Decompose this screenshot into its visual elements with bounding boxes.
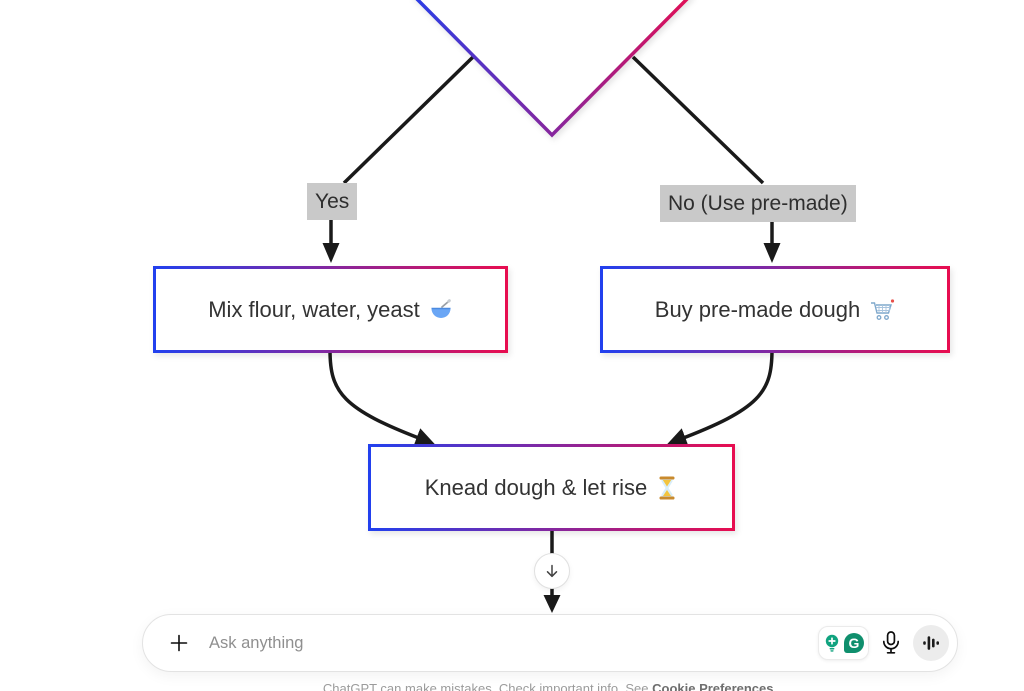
voice-mode-icon: [921, 633, 941, 653]
arrowhead-yes: [322, 243, 340, 263]
disclaimer-footer: ChatGPT can make mistakes. Check importa…: [142, 681, 958, 691]
bowl-with-spoon-emoji: [429, 298, 453, 322]
grammarly-logo-icon: G: [844, 633, 864, 653]
shopping-cart-emoji: [869, 298, 895, 322]
node-mix-flour: Mix flour, water, yeast: [153, 266, 508, 353]
edge-buy-to-knead: [667, 349, 774, 447]
edge-mix-to-knead: [328, 349, 435, 447]
attach-plus-button[interactable]: [163, 627, 195, 659]
decision-diamond: [415, 0, 689, 138]
edge-decision-to-yes: [342, 55, 475, 185]
cookie-preferences-link[interactable]: Cookie Preferences.: [652, 681, 778, 691]
arrowhead-no: [763, 243, 781, 263]
branch-label-no: No (Use pre-made): [660, 185, 856, 222]
node-buy-label: Buy pre-made dough: [654, 296, 861, 322]
voice-mode-button[interactable]: [913, 625, 949, 661]
composer-actions: G: [818, 625, 949, 661]
arrowhead-down: [543, 595, 561, 613]
scroll-to-bottom-button[interactable]: [534, 553, 570, 589]
composer-bar[interactable]: G: [142, 614, 958, 672]
microphone-icon: [879, 630, 903, 656]
disclaimer-text: ChatGPT can make mistakes. Check importa…: [322, 681, 653, 691]
node-buy-dough: Buy pre-made dough: [600, 266, 950, 353]
hourglass-emoji: [656, 475, 678, 501]
grammarly-suggestion-icon: [823, 633, 841, 653]
node-knead-rise: Knead dough & let rise: [368, 444, 735, 531]
plus-icon: [168, 632, 190, 654]
branch-label-yes: Yes: [307, 183, 358, 220]
grammarly-widget[interactable]: G: [818, 626, 869, 660]
node-knead-label: Knead dough & let rise: [424, 474, 648, 500]
arrow-down-icon: [543, 562, 561, 580]
node-mix-label: Mix flour, water, yeast: [208, 296, 420, 322]
edge-decision-to-no: [631, 55, 765, 185]
message-input[interactable]: [207, 632, 806, 654]
dictate-button[interactable]: [879, 630, 903, 656]
